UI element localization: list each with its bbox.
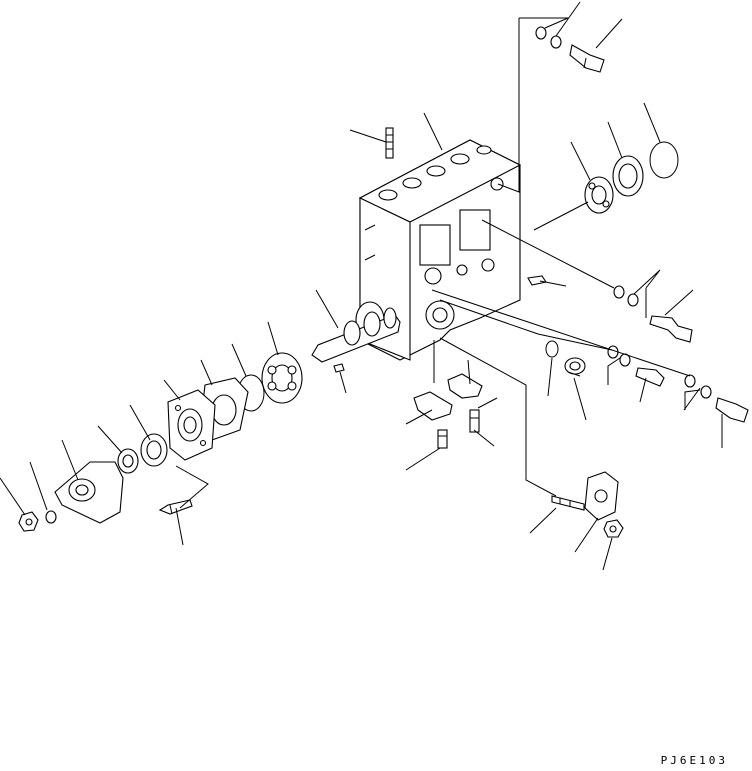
bearing-rear	[584, 176, 614, 214]
leader-lines	[0, 1, 723, 571]
small-screw	[527, 275, 547, 286]
washer-right-a	[613, 285, 625, 299]
oil-seal-front	[140, 433, 168, 467]
lock-washer-front	[45, 510, 57, 524]
overflow-valve	[649, 315, 693, 343]
coupling-flange	[54, 461, 124, 524]
bearing-front	[261, 352, 303, 404]
collar	[117, 448, 139, 474]
washer-right-e	[684, 374, 696, 388]
bolt-cover	[158, 499, 193, 515]
bolt-bracket-b	[469, 409, 480, 433]
bolt-bracket-a	[437, 429, 448, 449]
woodruff-key	[333, 363, 345, 373]
bracket-left	[413, 391, 453, 421]
washer-top-b	[550, 35, 562, 49]
stud-bottom	[551, 495, 585, 511]
plunger-bores	[378, 145, 492, 201]
drawing-code: PJ6E103	[660, 754, 728, 767]
plug	[564, 357, 586, 377]
washer-right-f	[700, 385, 712, 399]
nut-bottom	[603, 519, 624, 538]
cover-plate	[584, 471, 619, 521]
bearing-cover	[167, 389, 216, 461]
washer-right-b	[627, 293, 639, 307]
bracket-right	[447, 373, 483, 399]
camshaft	[311, 307, 401, 363]
bearing-cup	[612, 155, 644, 197]
stud-top	[385, 127, 394, 159]
bolt-right-a	[635, 367, 665, 387]
gasket-ring	[545, 340, 559, 358]
bolt-right-b	[715, 397, 749, 423]
nut-front	[18, 511, 39, 532]
bolt-top	[569, 44, 605, 73]
o-ring-rear	[649, 141, 679, 179]
washer-top-a	[535, 26, 547, 40]
